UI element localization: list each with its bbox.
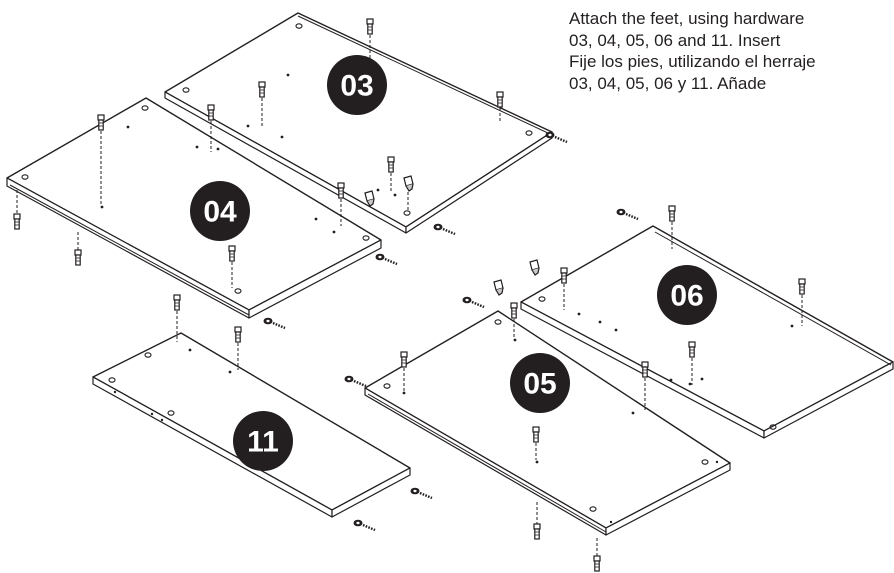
badge-03: 03 — [327, 55, 387, 115]
panel-number-04: 04 — [203, 196, 237, 229]
panel-03 — [164, 12, 553, 234]
panel-number-06: 06 — [670, 280, 703, 313]
panel-number-03: 03 — [340, 70, 373, 103]
instruction-text: Attach the feet, using hardware 03, 04, … — [569, 8, 894, 94]
panel-05-hardware — [343, 279, 649, 572]
badge-06: 06 — [657, 265, 717, 325]
panel-05 — [364, 310, 731, 536]
instruction-line-en-1: Attach the feet, using hardware — [569, 9, 805, 28]
instruction-line-es-1: Fije los pies, utilizando el herraje — [569, 52, 816, 71]
panel-06-hardware — [529, 205, 806, 385]
panel-number-11: 11 — [247, 426, 279, 459]
badge-11: 11 — [233, 411, 293, 471]
panel-11-hardware — [173, 294, 434, 532]
panel-number-05: 05 — [523, 368, 556, 401]
instruction-line-en-2: 03, 04, 05, 06 and 11. Insert — [569, 30, 781, 50]
badge-05: 05 — [510, 353, 570, 413]
panel-04-hardware — [13, 104, 399, 330]
badge-04: 04 — [190, 181, 250, 241]
instruction-line-es-2: 03, 04, 05, 06 y 11. Añade — [569, 73, 767, 93]
